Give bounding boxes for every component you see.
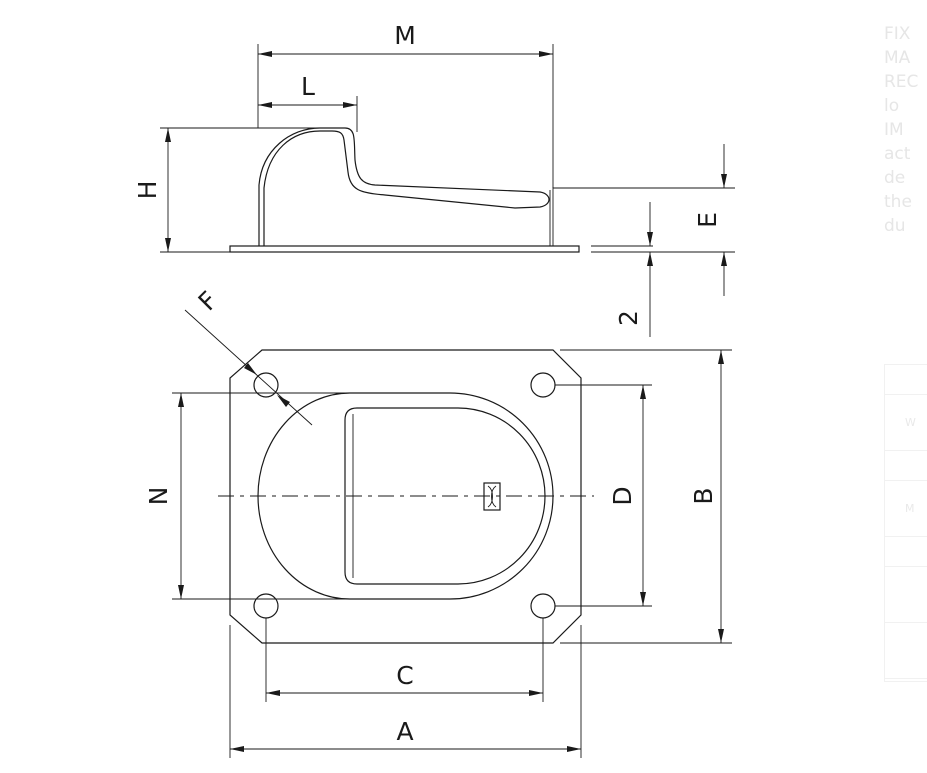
dim-label-f: F bbox=[193, 286, 224, 317]
description-line: IM bbox=[884, 120, 904, 140]
arrow-h-top bbox=[165, 128, 171, 142]
table-row bbox=[885, 365, 927, 395]
arrow-a-left bbox=[230, 746, 244, 752]
arrow-2-bottom bbox=[647, 252, 653, 266]
description-line: the bbox=[884, 192, 912, 212]
description-line: du bbox=[884, 216, 906, 236]
side-view-base-plate bbox=[229, 245, 580, 253]
dim-label-c: C bbox=[396, 661, 413, 690]
arrow-a-right bbox=[567, 746, 581, 752]
top-view: N D B C A F bbox=[144, 286, 732, 758]
table-row bbox=[885, 623, 927, 679]
mounting-hole-top-left bbox=[253, 372, 279, 398]
mounting-hole-bottom-left bbox=[253, 593, 279, 619]
arrow-d-top bbox=[640, 385, 646, 399]
arrow-m-left bbox=[258, 51, 272, 57]
mounting-hole-bottom-right bbox=[530, 593, 556, 619]
description-line: de bbox=[884, 168, 906, 188]
cropped-spec-table: W M bbox=[884, 364, 927, 682]
arrow-l-right bbox=[343, 102, 357, 108]
dim-label-n: N bbox=[144, 487, 173, 506]
table-row: W bbox=[885, 395, 927, 451]
arrow-e-top bbox=[721, 174, 727, 188]
arrow-b-bottom bbox=[718, 629, 724, 643]
dim-label-d: D bbox=[608, 486, 637, 505]
cropped-description-text: FIX MA REC lo IM act de the du bbox=[884, 22, 927, 238]
arrow-h-bottom bbox=[165, 238, 171, 252]
side-view: M L H E 2 bbox=[133, 21, 735, 337]
description-line: REC bbox=[884, 72, 919, 92]
arrow-b-top bbox=[718, 350, 724, 364]
ring-inner-window bbox=[344, 407, 546, 585]
side-view-ring-profile bbox=[258, 127, 550, 246]
mounting-hole-top-right bbox=[530, 372, 556, 398]
description-line: act bbox=[884, 144, 911, 164]
description-line: FIX bbox=[884, 24, 911, 44]
dim-label-l: L bbox=[301, 72, 315, 101]
dim-label-2: 2 bbox=[614, 310, 643, 326]
dim-label-b: B bbox=[689, 487, 718, 504]
top-view-base-plate bbox=[229, 349, 582, 644]
arrow-c-left bbox=[266, 690, 280, 696]
ring-clip-icon bbox=[483, 482, 501, 511]
arrow-f-inner bbox=[277, 395, 290, 407]
arrow-f-outer bbox=[244, 363, 257, 375]
arrow-d-bottom bbox=[640, 592, 646, 606]
dim-label-m: M bbox=[394, 21, 416, 50]
arrow-e-bottom bbox=[721, 252, 727, 266]
table-row: M bbox=[885, 481, 927, 537]
table-row bbox=[885, 567, 927, 623]
arrow-n-top bbox=[178, 393, 184, 407]
table-row bbox=[885, 451, 927, 481]
arrow-2-top bbox=[647, 232, 653, 246]
dim-label-h: H bbox=[133, 181, 162, 200]
arrow-l-left bbox=[258, 102, 272, 108]
table-row bbox=[885, 537, 927, 567]
arrow-m-right bbox=[539, 51, 553, 57]
dim-label-e: E bbox=[693, 212, 722, 228]
description-line: lo bbox=[884, 96, 900, 116]
dim-label-a: A bbox=[396, 717, 413, 746]
description-line: MA bbox=[884, 48, 911, 68]
arrow-n-bottom bbox=[178, 585, 184, 599]
ring-recess-outer bbox=[257, 392, 554, 600]
arrow-c-right bbox=[529, 690, 543, 696]
